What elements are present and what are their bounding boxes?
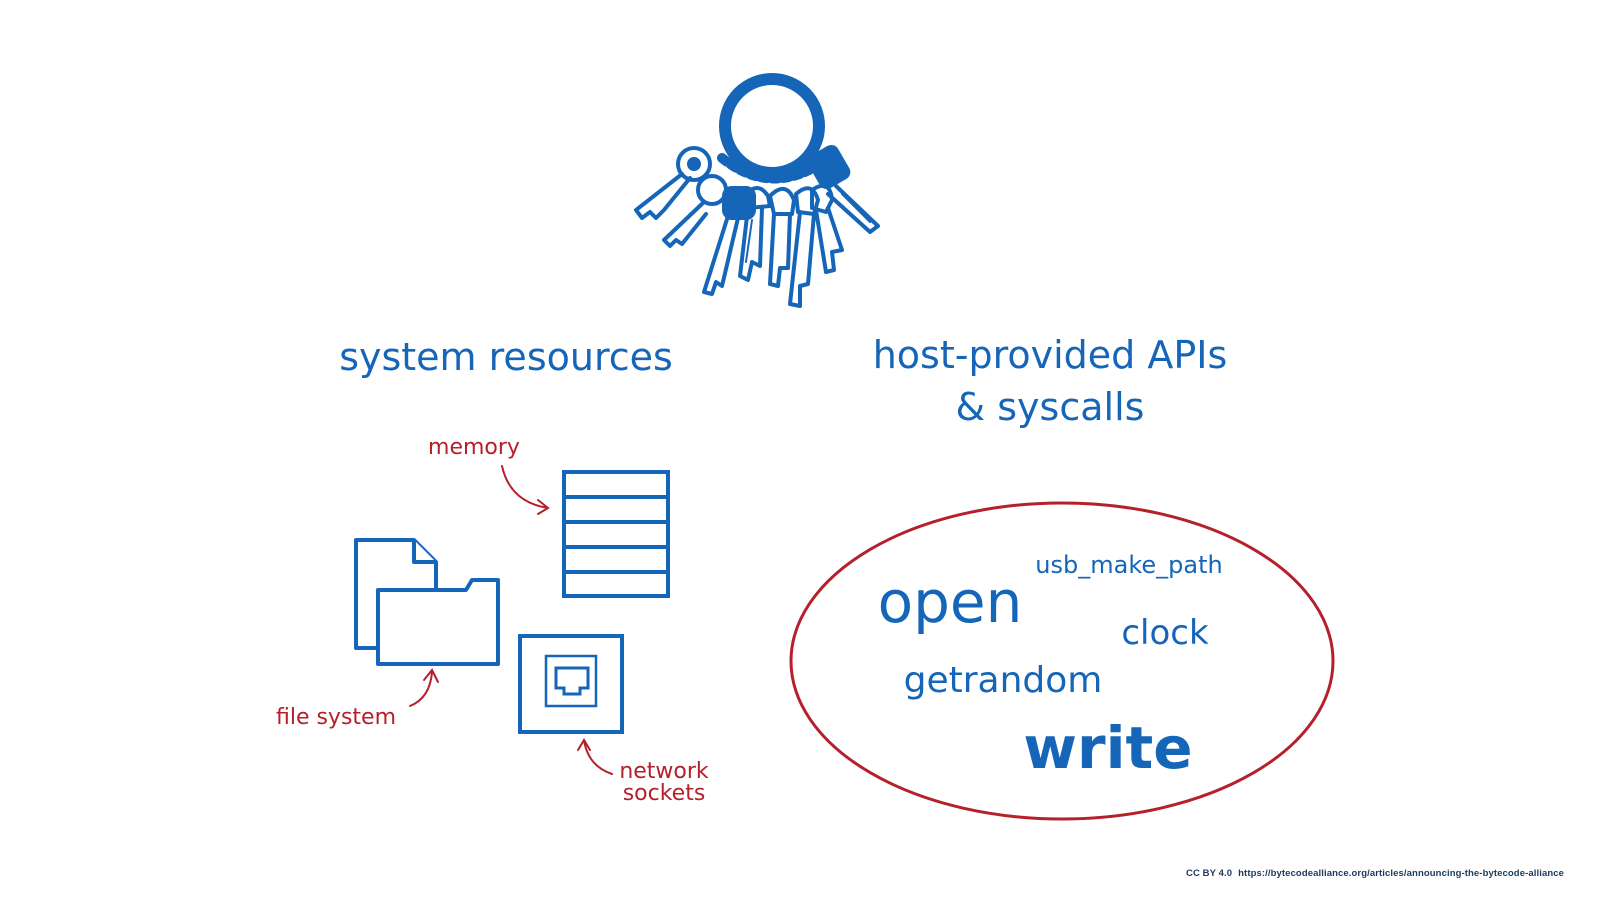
file-system-arrow-icon — [409, 668, 439, 707]
api-write: write — [1023, 714, 1192, 782]
credit-license: CC BY 4.0 — [1186, 868, 1233, 879]
api-getrandom: getrandom — [904, 660, 1103, 701]
folder-icon — [376, 578, 500, 666]
network-socket-icon — [518, 634, 624, 734]
memory-stack-icon — [562, 470, 670, 598]
credit-url: https://bytecodealliance.org/articles/an… — [1238, 868, 1564, 879]
api-usb-make-path: usb_make_path — [1035, 551, 1222, 579]
network-label-line1: network — [619, 759, 709, 784]
key-ring-icon — [634, 73, 880, 308]
network-arrow-icon — [577, 738, 613, 775]
left-heading: system resources — [339, 335, 673, 379]
right-heading-line1: host-provided APIs — [873, 333, 1228, 377]
file-system-label: file system — [276, 705, 396, 730]
memory-label: memory — [428, 435, 520, 460]
memory-arrow-icon — [501, 465, 550, 515]
api-ellipse — [789, 501, 1335, 821]
right-heading-line2: & syscalls — [956, 385, 1145, 429]
api-clock: clock — [1121, 613, 1209, 653]
network-label-line2: sockets — [623, 781, 706, 806]
credit-line: CC BY 4.0 https://bytecodealliance.org/ar… — [1186, 868, 1570, 879]
api-open: open — [878, 568, 1023, 636]
